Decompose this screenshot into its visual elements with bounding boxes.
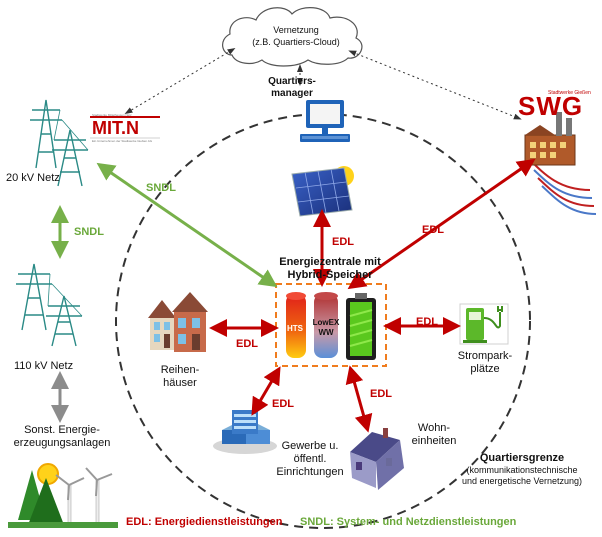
cloud-label-line1: Vernetzung [273, 25, 319, 35]
residential-house-icon [350, 428, 404, 490]
edl-arrow-commercial [251, 366, 281, 416]
lowex-tank-label-line2: WW [318, 328, 334, 337]
homes-label: Wohn- einheiten [404, 422, 464, 448]
hts-tank-icon [286, 292, 306, 358]
solar-panel-icon [291, 166, 354, 217]
grid-20kv-label: 20 kV Netz [6, 172, 60, 184]
commercial-label-line1: Gewerbe u. [281, 440, 339, 452]
edl-tag-homes: EDL [370, 388, 392, 400]
manager-label-line1: Quartiers- [268, 76, 316, 87]
other-generation-label: Sonst. Energie- erzeugungsanlagen [2, 424, 122, 450]
swg-logo-subtitle: Stadtwerke Gießen [548, 90, 591, 96]
power-tower-20kv-icon [30, 99, 89, 187]
energy-center-title-line1: Energiezentrale mit [279, 256, 381, 268]
mitn-logo-subtitle: Stadtwerke Mittelhessen Netz [92, 113, 132, 117]
edl-arrows [209, 158, 536, 433]
other-generation-line1: Sonst. Energie- [24, 424, 100, 436]
cloud-to-mitn-line [124, 47, 236, 115]
commercial-label-line2: öffentl. [293, 453, 327, 465]
charging-label: Strompark- plätze [450, 350, 520, 376]
lowex-tank-label-line1: LowEX [312, 318, 340, 327]
grid-110kv-label: 110 kV Netz [14, 360, 74, 372]
sndl-arrow-center [96, 162, 278, 288]
other-generation-line2: erzeugungsanlagen [13, 437, 111, 449]
mitn-logo-subtitle2: Ein Unternehmen der Stadtwerke Gießen AG [92, 139, 153, 143]
commercial-building-icon [213, 410, 277, 454]
lowex-tank-label: LowEX WW [312, 318, 340, 338]
mitn-logo-icon [90, 116, 160, 139]
quarter-boundary-label: Quartiersgrenze (kommunikationstechnisch… [448, 452, 596, 487]
cloud-label-line2: (z.B. Quartiers-Cloud) [252, 37, 340, 47]
manager-label-line2: manager [271, 88, 313, 99]
commercial-label: Gewerbe u. öffentl. Einrichtungen [270, 440, 350, 479]
row-houses-label-line1: Reihen- [160, 364, 200, 376]
edl-tag-commercial: EDL [272, 398, 294, 410]
energy-center-title: Energiezentrale mit Hybrid-Speicher [262, 256, 398, 282]
generation-landscape-icon [8, 463, 118, 528]
homes-label-line2: einheiten [411, 435, 457, 447]
lowex-tank-icon [314, 292, 338, 358]
homes-label-line1: Wohn- [417, 422, 451, 434]
battery-icon [346, 293, 376, 360]
sndl-arrows [51, 162, 278, 288]
edl-arrow-homes [345, 365, 373, 433]
commercial-label-line3: Einrichtungen [276, 466, 344, 478]
cloud-label: Vernetzung (z.B. Quartiers-Cloud) [244, 24, 348, 48]
quarter-boundary-line1: (kommunikationstechnische [466, 465, 578, 475]
swg-logo-text: SWG [518, 91, 584, 121]
quarter-boundary-title: Quartiersgrenze [479, 452, 565, 464]
edl-tag-solar: EDL [332, 236, 354, 248]
sndl-tag-grids: SNDL [74, 226, 104, 238]
cloud-icon [222, 7, 363, 67]
quarter-boundary-line2: und energetische Vernetzung) [461, 476, 583, 486]
charging-label-line1: Strompark- [457, 350, 513, 362]
mitn-logo-text: MIT.N [92, 118, 139, 138]
energy-center-title-line2: Hybrid-Speicher [287, 269, 373, 281]
manager-label: Quartiers- manager [262, 76, 322, 100]
edl-tag-houses: EDL [236, 338, 258, 350]
row-houses-label: Reihen- häuser [150, 364, 210, 390]
charging-label-line2: plätze [470, 363, 500, 375]
charging-station-icon [459, 303, 509, 345]
edl-arrow-swg [347, 158, 536, 290]
power-tower-110kv-icon [16, 263, 83, 347]
cloud-to-swg-line [348, 50, 522, 120]
computer-icon [300, 100, 350, 142]
edl-tag-swg: EDL [422, 224, 444, 236]
row-houses-icon [148, 292, 208, 352]
hts-tank-label: HTS [287, 324, 303, 333]
row-houses-label-line2: häuser [163, 377, 197, 389]
sndl-tag-center: SNDL [146, 182, 176, 194]
factory-icon [524, 112, 597, 215]
edl-tag-charging: EDL [416, 316, 438, 328]
legend-sndl: SNDL: System- und Netzdienstleistungen [300, 516, 517, 528]
legend-edl: EDL: Energiedienstleistungen [126, 516, 283, 528]
